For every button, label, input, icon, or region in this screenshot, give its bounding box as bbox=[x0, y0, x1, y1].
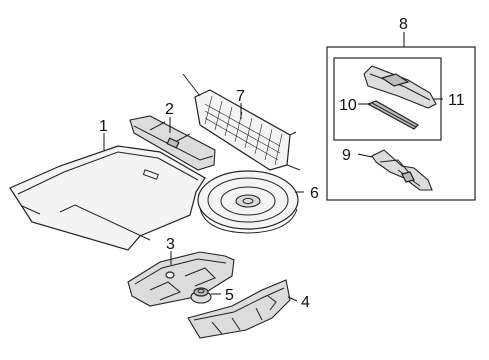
cargo-mat bbox=[9, 145, 206, 251]
callout-5: 5 bbox=[225, 287, 234, 304]
callout-2: 2 bbox=[165, 101, 174, 118]
callout-7: 7 bbox=[236, 88, 245, 105]
grommet bbox=[190, 287, 212, 304]
scissor-jack bbox=[371, 149, 433, 191]
leader-lines bbox=[103, 98, 443, 302]
tool-kit-group-box bbox=[326, 46, 476, 201]
callout-11: 11 bbox=[448, 92, 465, 109]
storage-tray-left bbox=[127, 251, 235, 307]
spare-tire-cover bbox=[197, 170, 299, 234]
callout-10: 10 bbox=[339, 97, 357, 114]
storage-tray-right bbox=[187, 279, 291, 339]
trim-panel bbox=[129, 115, 216, 171]
callout-4: 4 bbox=[301, 294, 310, 311]
callout-9: 9 bbox=[342, 147, 351, 164]
callout-6: 6 bbox=[310, 185, 319, 202]
cargo-net bbox=[182, 73, 301, 171]
tool-bag bbox=[363, 65, 437, 109]
callout-8: 8 bbox=[399, 16, 408, 33]
callout-3: 3 bbox=[166, 236, 175, 253]
callout-1: 1 bbox=[99, 118, 108, 135]
jack-handle bbox=[366, 100, 419, 130]
